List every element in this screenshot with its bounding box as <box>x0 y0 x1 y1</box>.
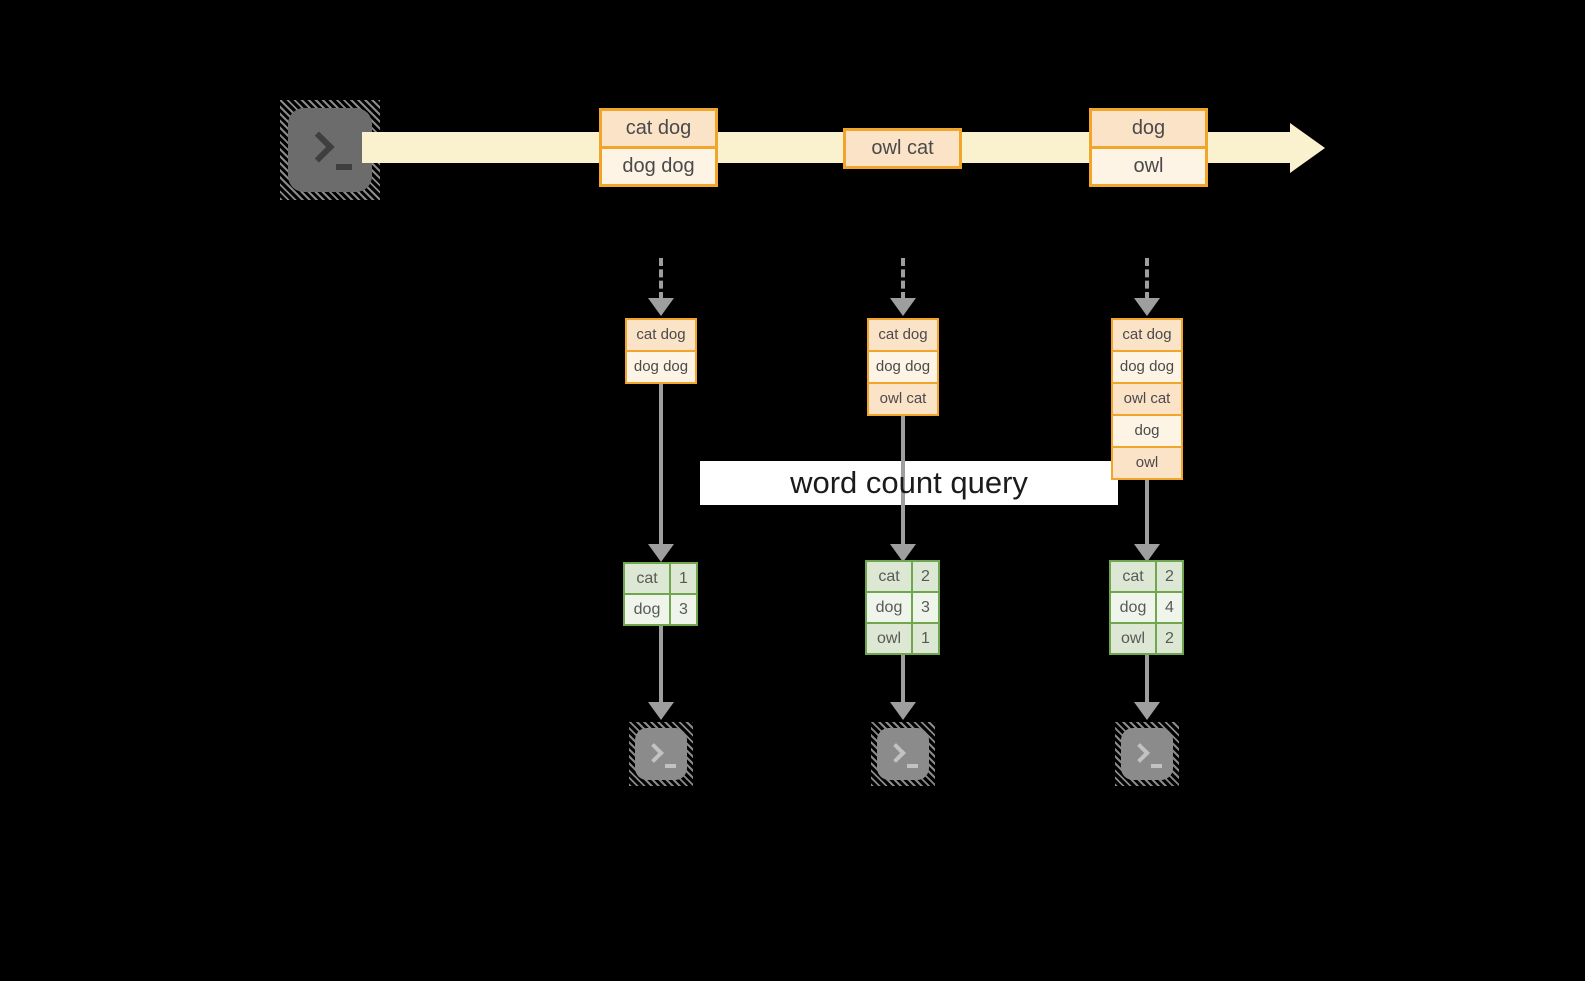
query-label: word count query <box>790 465 1028 500</box>
count-value: 3 <box>679 601 688 618</box>
prompt-cursor-icon <box>907 764 918 768</box>
dashed-arrow-head-icon <box>890 298 916 316</box>
count-value: 2 <box>1165 630 1174 647</box>
buffer-row: dog dog <box>1113 350 1181 382</box>
flow-arrow-head-icon <box>890 702 916 720</box>
terminal-screen <box>635 728 687 780</box>
dashed-arrow-head-icon <box>1134 298 1160 316</box>
terminal-screen <box>288 108 372 192</box>
flow-arrow-line <box>659 384 663 546</box>
flow-arrow-line <box>901 655 905 704</box>
prompt-cursor-icon <box>1151 764 1162 768</box>
count-word: owl <box>867 624 913 653</box>
buffer-row: dog dog <box>627 350 695 382</box>
count-table-2: cat 2 dog 3 owl 1 <box>865 560 940 655</box>
count-table-1: cat 1 dog 3 <box>623 562 698 626</box>
stream-event-1: cat dog dog dog <box>599 108 718 187</box>
stream-event-3: dog owl <box>1089 108 1208 187</box>
flow-arrow-head-icon <box>1134 544 1160 562</box>
buffer-row: dog dog <box>869 350 937 382</box>
count-row: owl 2 <box>1111 622 1182 653</box>
buffer-stack-2: cat dog dog dog owl cat <box>867 318 939 416</box>
count-row: cat 2 <box>867 562 938 591</box>
prompt-cursor-icon <box>336 164 352 170</box>
flow-arrow-head-icon <box>648 702 674 720</box>
buffer-row: cat dog <box>627 320 695 350</box>
dashed-arrow-head-icon <box>648 298 674 316</box>
prompt-cursor-icon <box>665 764 676 768</box>
event-word-pair: dog <box>1092 111 1205 146</box>
dashed-arrow-line <box>901 258 905 300</box>
flow-arrow-head-icon <box>890 544 916 562</box>
dashed-arrow-line <box>659 258 663 300</box>
count-value: 1 <box>679 570 688 587</box>
count-value: 2 <box>1165 568 1174 585</box>
stream-band-arrowhead-icon <box>1290 123 1325 173</box>
flow-arrow-head-icon <box>648 544 674 562</box>
prompt-chevron-icon <box>1130 743 1150 763</box>
count-row: cat 1 <box>625 564 696 593</box>
stream-event-2: owl cat <box>843 128 962 169</box>
buffer-row: dog <box>1113 414 1181 446</box>
flow-arrow-line <box>1145 655 1149 704</box>
count-table-3: cat 2 dog 4 owl 2 <box>1109 560 1184 655</box>
flow-arrow-line <box>901 416 905 546</box>
count-word: cat <box>1111 562 1157 591</box>
terminal-screen <box>1121 728 1173 780</box>
count-value: 4 <box>1165 599 1174 616</box>
event-word-pair: cat dog <box>602 111 715 146</box>
event-word-pair: owl <box>1092 146 1205 184</box>
prompt-chevron-icon <box>644 743 664 763</box>
terminal-icon <box>629 722 693 786</box>
count-word: cat <box>867 562 913 591</box>
buffer-row: cat dog <box>869 320 937 350</box>
count-row: cat 2 <box>1111 562 1182 591</box>
event-word-pair: dog dog <box>602 146 715 184</box>
count-word: owl <box>1111 624 1157 653</box>
prompt-chevron-icon <box>886 743 906 763</box>
event-word-pair: owl cat <box>846 131 959 166</box>
count-row: owl 1 <box>867 622 938 653</box>
buffer-row: owl <box>1113 446 1181 478</box>
flow-arrow-head-icon <box>1134 702 1160 720</box>
buffer-row: owl cat <box>1113 382 1181 414</box>
count-word: dog <box>867 593 913 622</box>
count-row: dog 3 <box>625 593 696 624</box>
terminal-icon <box>1115 722 1179 786</box>
terminal-icon <box>871 722 935 786</box>
buffer-row: cat dog <box>1113 320 1181 350</box>
dashed-arrow-line <box>1145 258 1149 300</box>
buffer-stack-3: cat dog dog dog owl cat dog owl <box>1111 318 1183 480</box>
prompt-chevron-icon <box>303 131 335 163</box>
query-band <box>700 461 1118 505</box>
count-word: cat <box>625 564 671 593</box>
count-value: 2 <box>921 568 930 585</box>
buffer-row: owl cat <box>869 382 937 414</box>
buffer-stack-1: cat dog dog dog <box>625 318 697 384</box>
count-row: dog 4 <box>1111 591 1182 622</box>
count-word: dog <box>625 595 671 624</box>
flow-arrow-line <box>1145 480 1149 546</box>
terminal-screen <box>877 728 929 780</box>
count-value: 1 <box>921 630 930 647</box>
count-row: dog 3 <box>867 591 938 622</box>
count-value: 3 <box>921 599 930 616</box>
flow-arrow-line <box>659 626 663 704</box>
count-word: dog <box>1111 593 1157 622</box>
